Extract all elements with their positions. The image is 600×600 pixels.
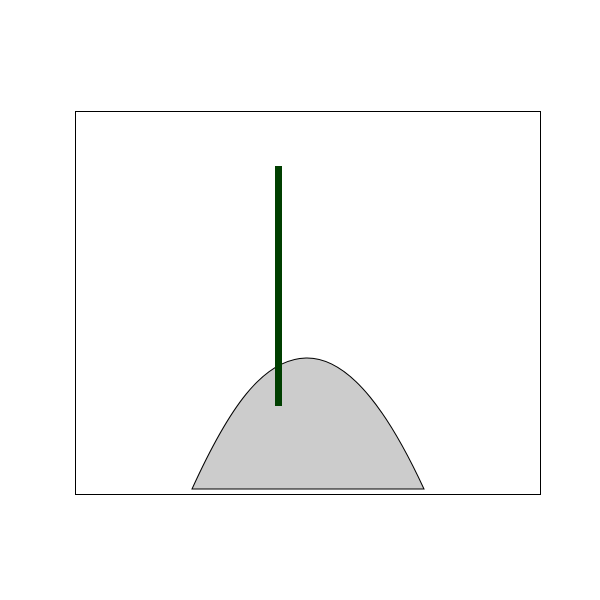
dark-green-vertical-bar (275, 166, 282, 406)
gray-mound (191, 357, 425, 490)
